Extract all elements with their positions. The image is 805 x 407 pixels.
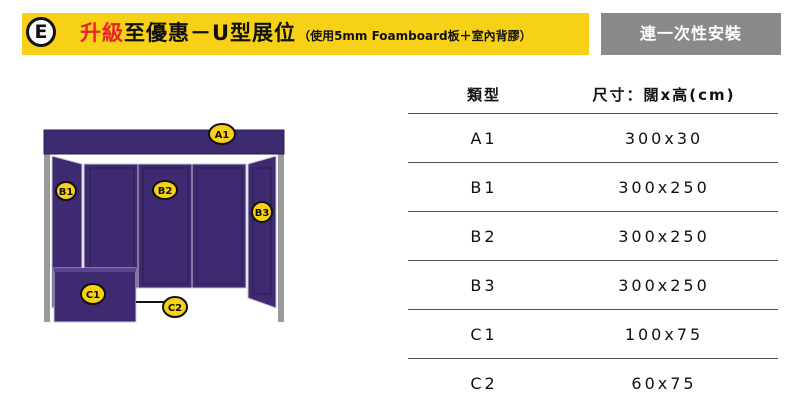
panel-a1 xyxy=(44,130,284,154)
marker-c1: C1 xyxy=(81,284,105,304)
cell-type: B2 xyxy=(408,212,589,261)
panel-b3 xyxy=(248,156,276,308)
right-post xyxy=(278,154,284,322)
header-size: 尺寸：闊x高(cm) xyxy=(589,75,778,114)
marker-b1: B1 xyxy=(56,182,76,200)
page-title: 升級至優惠－U型展位（使用5mm Foamboard板＋室內背膠） xyxy=(80,16,532,50)
title-subtitle: （使用5mm Foamboard板＋室內背膠） xyxy=(298,29,532,43)
cell-type: C1 xyxy=(408,310,589,359)
marker-c2: C2 xyxy=(163,297,187,317)
cell-type: C2 xyxy=(408,359,589,407)
marker-b1-label: B1 xyxy=(59,187,74,198)
cell-size: 300x250 xyxy=(589,163,778,212)
marker-a1: A1 xyxy=(209,124,235,144)
table-row: C1 100x75 xyxy=(408,310,778,359)
marker-a1-label: A1 xyxy=(215,130,230,141)
cell-size: 300x30 xyxy=(589,114,778,163)
table-row: B3 300x250 xyxy=(408,261,778,310)
cell-size: 60x75 xyxy=(589,359,778,407)
cell-size: 300x250 xyxy=(589,261,778,310)
table-row: B1 300x250 xyxy=(408,163,778,212)
table-row: C2 60x75 xyxy=(408,359,778,407)
marker-c1-label: C1 xyxy=(86,290,100,301)
table-row: B2 300x250 xyxy=(408,212,778,261)
c1-top xyxy=(54,268,136,272)
table-header-row: 類型 尺寸：闊x高(cm) xyxy=(408,75,778,114)
cell-size: 300x250 xyxy=(589,212,778,261)
left-post xyxy=(44,154,50,322)
marker-c2-label: C2 xyxy=(168,303,182,314)
cell-size: 100x75 xyxy=(589,310,778,359)
title-main: 至優惠－U型展位 xyxy=(124,21,296,45)
cell-type: B3 xyxy=(408,261,589,310)
marker-b2-label: B2 xyxy=(158,186,173,197)
cell-type: A1 xyxy=(408,114,589,163)
install-button[interactable]: 連一次性安裝 xyxy=(601,13,781,55)
marker-b2: B2 xyxy=(153,181,177,199)
marker-b3: B3 xyxy=(252,202,272,222)
header-type: 類型 xyxy=(408,75,589,114)
title-highlight: 升級 xyxy=(80,21,124,45)
table-row: A1 300x30 xyxy=(408,114,778,163)
option-letter-badge: E xyxy=(26,17,56,47)
cell-type: B1 xyxy=(408,163,589,212)
booth-diagram: A1 B1 B2 B3 C1 C2 xyxy=(40,118,290,328)
marker-b3-label: B3 xyxy=(255,208,270,219)
spec-table: 類型 尺寸：闊x高(cm) A1 300x30 B1 300x250 B2 30… xyxy=(408,75,778,407)
